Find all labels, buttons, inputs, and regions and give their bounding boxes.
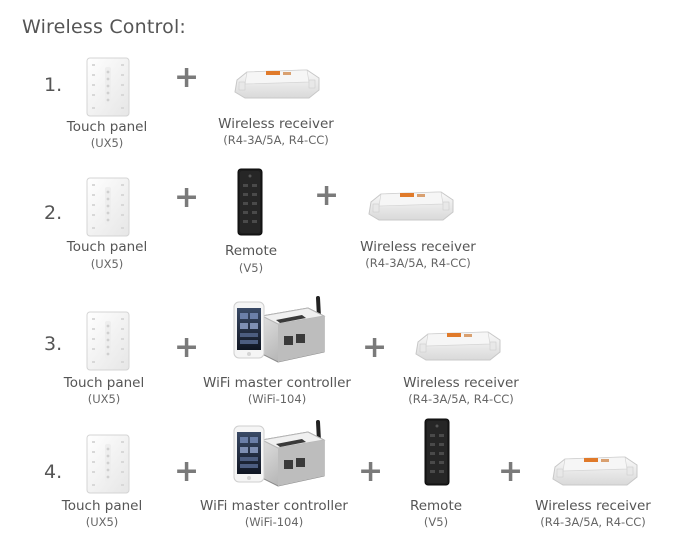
wifi-controller-image: [232, 420, 328, 494]
device-model: (R4-3A/5A, R4-CC): [365, 256, 471, 270]
plus-icon: +: [314, 178, 340, 213]
device-label: Wireless receiver: [360, 239, 476, 255]
touch-panel-image: [86, 177, 130, 241]
device-label: Wireless receiver: [218, 116, 334, 132]
device-model: (UX5): [85, 515, 119, 529]
row-number: 2.: [44, 202, 63, 224]
plus-icon: +: [174, 60, 200, 95]
device-label: WiFi master controller: [200, 498, 348, 514]
row-number: 3.: [44, 333, 63, 355]
page-title: Wireless Control:: [22, 16, 187, 38]
wireless-receiver-image: [551, 455, 639, 491]
device-model: (R4-3A/5A, R4-CC): [540, 515, 646, 529]
touch-panel-image: [86, 311, 130, 375]
plus-icon: +: [362, 330, 388, 365]
device-model: (UX5): [90, 136, 124, 150]
touch-panel-image: [86, 57, 130, 121]
plus-icon: +: [498, 454, 524, 489]
device-model: (R4-3A/5A, R4-CC): [408, 392, 514, 406]
touch-panel-image: [86, 434, 130, 498]
plus-icon: +: [174, 454, 200, 489]
remote-image: [424, 418, 450, 490]
device-label: Wireless receiver: [535, 498, 651, 514]
device-label: Touch panel: [61, 498, 143, 514]
plus-icon: +: [174, 330, 200, 365]
device-label: Remote: [409, 498, 463, 514]
device-model: (R4-3A/5A, R4-CC): [223, 133, 329, 147]
device-model: (UX5): [87, 392, 121, 406]
wifi-controller-image: [232, 296, 328, 370]
row-number: 1.: [44, 74, 63, 96]
plus-icon: +: [358, 454, 384, 489]
device-label: Touch panel: [66, 119, 148, 135]
remote-image: [237, 168, 263, 240]
device-model: (WiFi-104): [244, 515, 304, 529]
device-label: Wireless receiver: [403, 375, 519, 391]
device-model: (V5): [423, 515, 449, 529]
wireless-receiver-image: [414, 330, 502, 366]
device-label: Touch panel: [63, 375, 145, 391]
row-number: 4.: [44, 461, 63, 483]
device-label: Touch panel: [66, 239, 148, 255]
device-model: (UX5): [90, 257, 124, 271]
device-model: (V5): [238, 261, 264, 275]
plus-icon: +: [174, 180, 200, 215]
wireless-receiver-image: [233, 68, 321, 104]
device-model: (WiFi-104): [247, 392, 307, 406]
wireless-receiver-image: [367, 190, 455, 226]
device-label: Remote: [224, 243, 278, 259]
device-label: WiFi master controller: [203, 375, 351, 391]
